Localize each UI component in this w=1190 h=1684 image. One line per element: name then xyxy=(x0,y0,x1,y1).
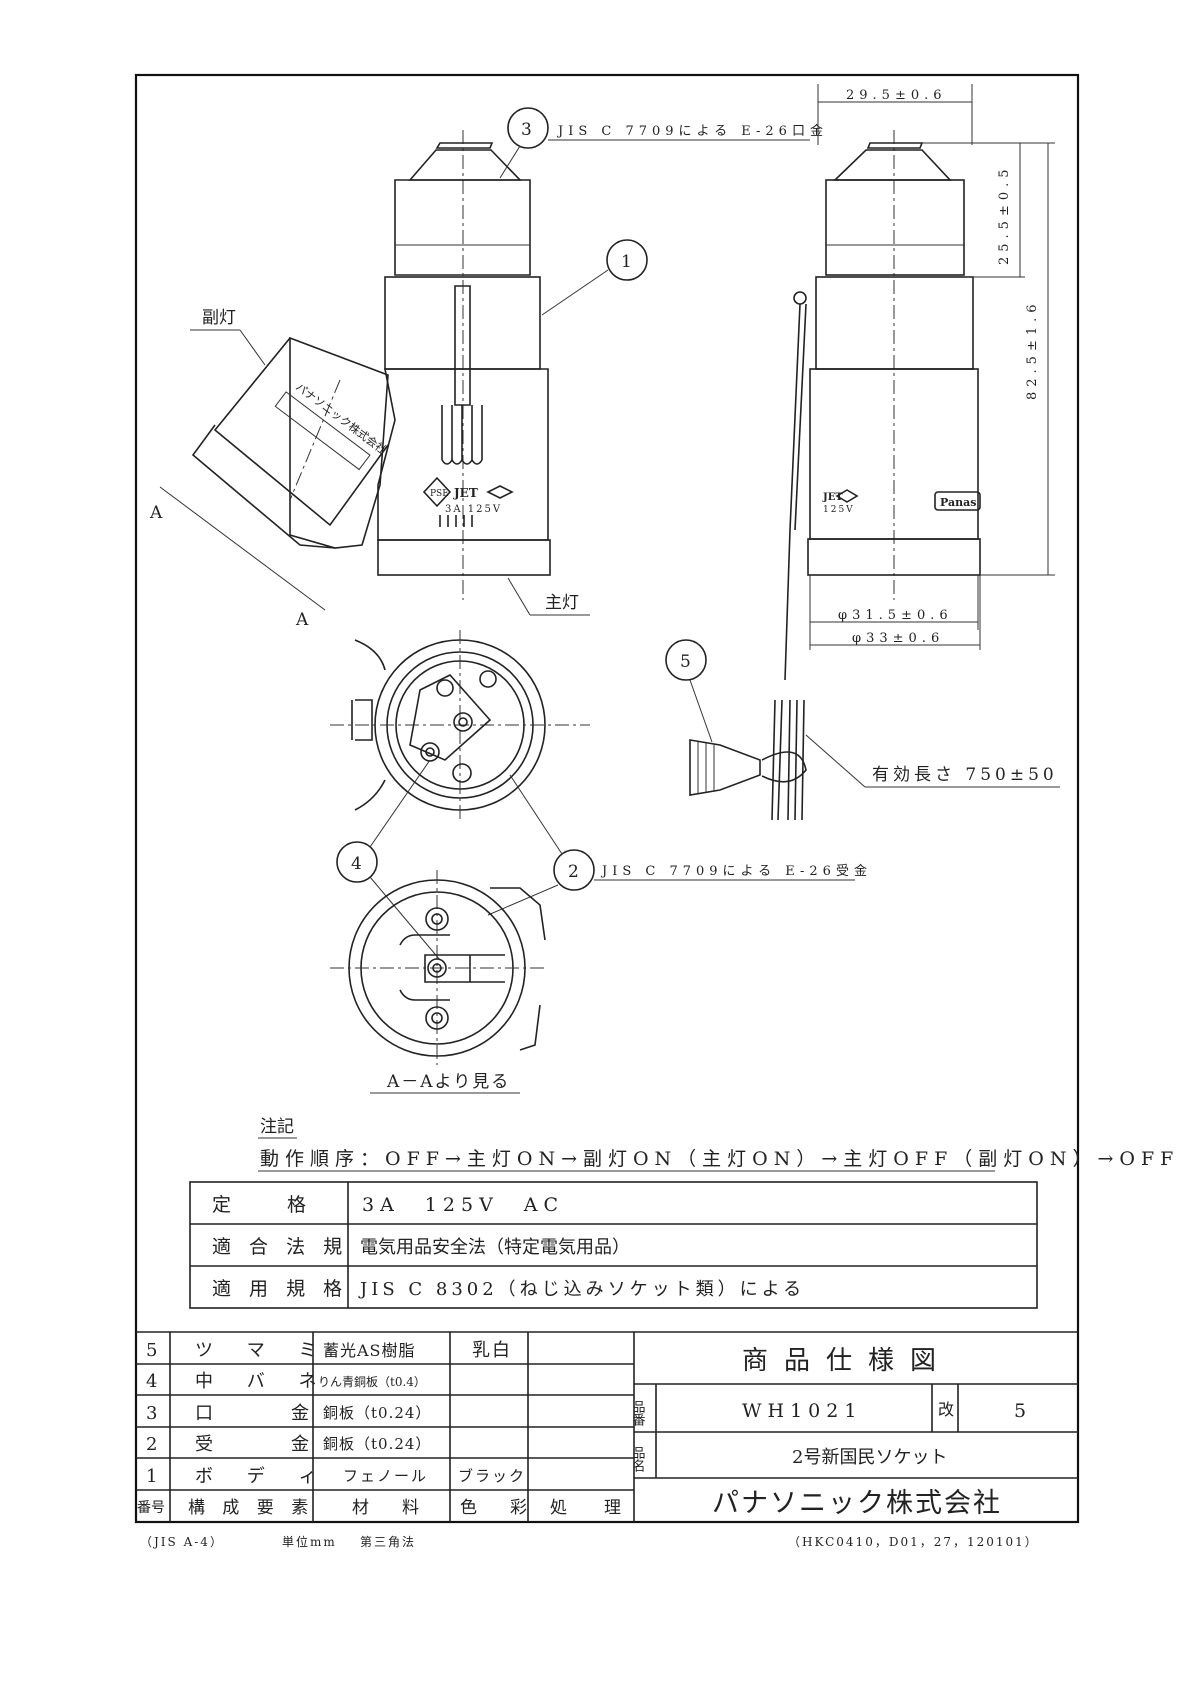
svg-text:29.5±0.6: 29.5±0.6 xyxy=(846,88,947,103)
notes: 注記 動作順序：OFF→主灯ON→副灯ON（主灯ON）→主灯OFF（副灯ON）→… xyxy=(258,1117,1179,1172)
svg-text:（HKC0410，D01，27，120101）: （HKC0410，D01，27，120101） xyxy=(788,1535,1039,1549)
svg-text:WH1021: WH1021 xyxy=(742,1400,862,1422)
svg-text:3A 125V AC: 3A 125V AC xyxy=(362,1194,564,1216)
svg-text:副灯: 副灯 xyxy=(202,308,236,328)
svg-text:φ33±0.6: φ33±0.6 xyxy=(852,631,944,646)
svg-text:5: 5 xyxy=(680,652,691,672)
svg-text:適 用 規 格: 適 用 規 格 xyxy=(212,1278,348,1300)
svg-text:JET: JET xyxy=(822,492,843,503)
svg-text:電気用品安全法（特定電気用品）: 電気用品安全法（特定電気用品） xyxy=(360,1237,630,1258)
svg-text:1: 1 xyxy=(621,252,632,272)
svg-text:JET: JET xyxy=(453,486,478,500)
svg-text:動作順序：OFF→主灯ON→副灯ON（主灯ON）→主灯OFF: 動作順序：OFF→主灯ON→副灯ON（主灯ON）→主灯OFF（副灯ON）→OFF xyxy=(260,1148,1179,1170)
callout-1: 1 xyxy=(541,239,648,316)
front-view: PSE JET 3A 125V パナソニック株式会社 xyxy=(191,130,551,600)
svg-text:口 金: 口 金 xyxy=(195,1403,323,1424)
svg-text:適 合 法 規: 適 合 法 規 xyxy=(212,1236,348,1258)
footer: （JIS A-4） 単位mm 第三角法 （HKC0410，D01，27，1201… xyxy=(140,1534,1039,1549)
svg-text:定 格: 定 格 xyxy=(212,1194,312,1216)
svg-text:125V: 125V xyxy=(823,505,855,515)
svg-text:乳白: 乳白 xyxy=(472,1340,512,1361)
svg-text:φ31.5±0.6: φ31.5±0.6 xyxy=(838,608,953,623)
svg-text:2: 2 xyxy=(568,862,579,882)
svg-text:処 理: 処 理 xyxy=(550,1498,631,1518)
svg-text:改: 改 xyxy=(938,1400,954,1419)
svg-text:主灯: 主灯 xyxy=(545,593,579,613)
svg-text:（JIS A-4）: （JIS A-4） xyxy=(140,1535,224,1549)
callout-2: 2 JIS C 7709による E-26受金 xyxy=(487,774,872,916)
callout-3: 3 JIS C 7709による E-26口金 xyxy=(499,107,828,179)
svg-text:4: 4 xyxy=(351,854,362,874)
svg-text:4: 4 xyxy=(146,1371,157,1392)
svg-text:1: 1 xyxy=(146,1466,157,1487)
spec-table: 定 格 3A 125V AC 適 合 法 規 電気用品安全法（特定電気用品） 適… xyxy=(189,1181,1038,1309)
svg-text:銅板（t0.24）: 銅板（t0.24） xyxy=(323,1435,431,1453)
svg-text:JIS C 8302（ねじ込みソケット類）による: JIS C 8302（ねじ込みソケット類）による xyxy=(358,1279,805,1300)
side-view: Panas JET 125V xyxy=(689,130,981,821)
svg-text:フェノール: フェノール xyxy=(343,1467,428,1485)
svg-text:25.5±0.5: 25.5±0.5 xyxy=(997,164,1012,265)
svg-text:構 成 要 素: 構 成 要 素 xyxy=(188,1498,314,1518)
svg-text:JIS C 7709による E-26口金: JIS C 7709による E-26口金 xyxy=(556,123,828,139)
svg-text:3: 3 xyxy=(521,120,532,140)
svg-text:3A 125V: 3A 125V xyxy=(445,504,502,515)
svg-text:パナソニック株式会社: パナソニック株式会社 xyxy=(293,380,389,457)
svg-text:色 彩: 色 彩 xyxy=(460,1498,535,1518)
svg-text:2号新国民ソケット: 2号新国民ソケット xyxy=(792,1447,947,1468)
callout-4: 4 xyxy=(336,759,441,961)
svg-text:2: 2 xyxy=(146,1434,157,1455)
svg-text:Panas: Panas xyxy=(940,496,976,509)
svg-text:番号: 番号 xyxy=(137,1500,165,1516)
svg-text:A: A xyxy=(295,610,309,630)
svg-text:中 バ ネ: 中 バ ネ xyxy=(195,1371,330,1392)
effective-length-label: 有効長さ 750±50 xyxy=(805,734,1060,788)
label-sub-light: 副灯 xyxy=(190,308,266,366)
svg-text:PSE: PSE xyxy=(430,489,449,499)
svg-text:第三角法: 第三角法 xyxy=(360,1535,416,1549)
title-block: 商品仕様図 品番 WH1021 改 5 品名 2号新国民ソケット パナソニック株… xyxy=(630,1346,1078,1519)
svg-text:ブラック: ブラック xyxy=(458,1467,526,1485)
svg-text:蓄光AS樹脂: 蓄光AS樹脂 xyxy=(323,1341,416,1360)
svg-text:商品仕様図: 商品仕様図 xyxy=(742,1346,952,1376)
svg-text:りん青銅板（t0.4）: りん青銅板（t0.4） xyxy=(318,1375,426,1389)
svg-text:5: 5 xyxy=(1014,1400,1026,1422)
svg-text:品名: 品名 xyxy=(630,1446,646,1472)
pse-mark-icon xyxy=(422,476,452,508)
svg-text:ツ マ ミ: ツ マ ミ xyxy=(195,1340,330,1361)
svg-text:3: 3 xyxy=(146,1403,157,1424)
svg-text:5: 5 xyxy=(146,1340,157,1361)
svg-text:有効長さ 750±50: 有効長さ 750±50 xyxy=(872,765,1058,785)
section-a-a-view: A－Aより見る xyxy=(330,870,546,1094)
sheet-frame xyxy=(134,73,1080,1524)
svg-text:注記: 注記 xyxy=(260,1117,294,1137)
svg-text:パナソニック株式会社: パナソニック株式会社 xyxy=(712,1488,1002,1519)
svg-text:銅板（t0.24）: 銅板（t0.24） xyxy=(323,1404,431,1422)
svg-text:82.5±1.6: 82.5±1.6 xyxy=(1025,299,1040,400)
svg-text:材 料: 材 料 xyxy=(352,1498,427,1518)
svg-text:品番: 品番 xyxy=(630,1400,646,1427)
svg-text:単位mm: 単位mm xyxy=(282,1534,337,1549)
svg-text:A－Aより見る: A－Aより見る xyxy=(386,1072,510,1092)
parts-table: 5 ツ マ ミ 蓄光AS樹脂 乳白 4 中 バ ネ りん青銅板（t0.4） 3 … xyxy=(136,1331,1078,1522)
dimensions: 29.5±0.6 25.5±0.5 82.5±1.6 φ31.5±0.6 φ33… xyxy=(809,84,1055,650)
svg-text:ボ デ ィ: ボ デ ィ xyxy=(195,1466,330,1487)
jet-mark-icon xyxy=(486,485,514,499)
svg-text:JIS C 7709による E-26受金: JIS C 7709による E-26受金 xyxy=(600,863,872,879)
label-main-light: 主灯 xyxy=(507,577,590,616)
section-line-a: A A xyxy=(149,486,326,630)
svg-text:受 金: 受 金 xyxy=(195,1434,323,1455)
pull-knob xyxy=(689,739,761,796)
svg-text:A: A xyxy=(149,503,163,523)
jet-mark-icon xyxy=(835,489,859,503)
callout-5: 5 xyxy=(665,639,713,743)
bottom-view xyxy=(330,630,590,820)
